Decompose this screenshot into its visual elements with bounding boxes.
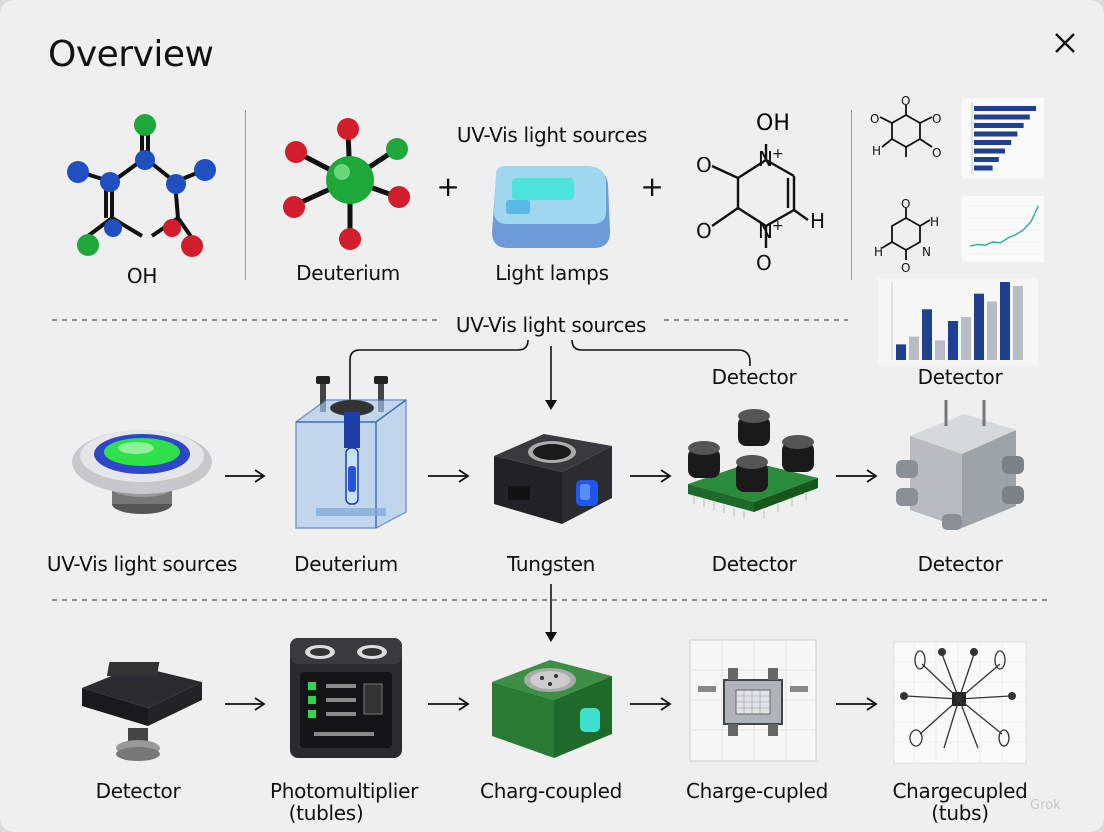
atom-label: O xyxy=(756,251,772,275)
chart-bar xyxy=(974,165,993,171)
atom-label: + xyxy=(772,218,784,234)
chart-bar xyxy=(896,344,906,360)
row1-label: UV-Vis light sources xyxy=(46,552,238,576)
pyrazine-structure-icon: OH N + N + O O O H xyxy=(696,111,825,275)
chart-bar xyxy=(974,123,1024,128)
atom-label: O xyxy=(932,146,941,160)
light-source-lens-icon xyxy=(72,430,212,514)
chart-bar xyxy=(961,317,971,360)
chart-bar xyxy=(935,340,945,360)
deuterium-label: Deuterium xyxy=(296,261,400,285)
deuterium-cell-icon xyxy=(295,376,407,529)
chart-bar xyxy=(974,157,999,162)
close-icon[interactable] xyxy=(1050,28,1080,58)
chart-bar xyxy=(974,293,984,360)
lamp-label: Light lamps xyxy=(495,261,609,285)
row2-label: Chargecupled xyxy=(892,779,1028,803)
atom-label: N xyxy=(758,147,773,171)
green-ccd-cube-icon xyxy=(492,660,612,758)
atom-label: O xyxy=(870,112,879,126)
row2-label: Charg-coupled xyxy=(480,779,622,803)
atom-label: O xyxy=(901,261,910,275)
deuterium-molecule-icon xyxy=(283,118,410,250)
chart-bar xyxy=(974,140,1012,145)
chart-bar xyxy=(987,301,997,360)
atom-label: N xyxy=(758,219,773,243)
row1-label: Tungsten xyxy=(506,552,596,576)
row1-label: Detector xyxy=(917,552,1003,576)
chart-label: Detector xyxy=(917,365,1003,389)
row2-label: Detector xyxy=(95,779,181,803)
atom-label: H xyxy=(872,144,881,158)
chart-bar xyxy=(974,114,1030,120)
photomultiplier-box-icon xyxy=(290,638,402,758)
detector-mount-icon xyxy=(82,662,202,761)
divider xyxy=(851,110,852,280)
atom-label: H xyxy=(930,215,939,229)
row2-label-sub: (tubs) xyxy=(931,801,989,825)
page-title: Overview xyxy=(48,34,214,75)
atom-label: N xyxy=(922,245,931,259)
atom-label: O xyxy=(932,112,941,126)
row2-label: Charge-cupled xyxy=(685,779,829,803)
small-horizontal-bar-chart xyxy=(962,98,1044,178)
row1-label: Detector xyxy=(711,552,797,576)
tungsten-block-icon xyxy=(494,434,612,524)
row1-label: Deuterium xyxy=(294,552,398,576)
detector-branch-label: Detector xyxy=(711,365,797,389)
atom-label: O xyxy=(901,95,910,108)
molecule-label: OH xyxy=(126,264,158,288)
detector-bar-chart xyxy=(878,278,1038,366)
plus-sign: + xyxy=(640,170,664,203)
chart-line xyxy=(969,205,1040,247)
plus-sign: + xyxy=(436,170,460,203)
metal-detector-block-icon xyxy=(896,400,1024,530)
row2-label-sub: (tubles) xyxy=(288,801,364,825)
ccd-tubes-sketch-icon xyxy=(893,641,1027,764)
chart-bar xyxy=(909,336,919,360)
atom-label: O xyxy=(696,219,712,243)
atom-label: H xyxy=(874,245,883,259)
lamp-title: UV-Vis light sources xyxy=(456,123,648,147)
chart-bar xyxy=(974,131,1018,137)
chart-bar xyxy=(922,309,932,360)
chart-bar xyxy=(1013,285,1023,360)
small-structure-icon: O H H N O xyxy=(874,197,939,275)
atom-label: H xyxy=(810,209,825,233)
small-line-chart xyxy=(962,196,1044,262)
atom-label: + xyxy=(772,146,784,162)
molecule-model-icon xyxy=(67,114,216,257)
watermark: Grok xyxy=(1030,798,1061,813)
row2-label: Photomultiplier xyxy=(269,779,419,803)
detector-board-icon xyxy=(688,409,818,519)
light-lamp-icon xyxy=(492,166,610,248)
divider xyxy=(245,110,246,280)
atom-label: O xyxy=(696,153,712,177)
atom-label: O xyxy=(901,197,910,211)
chart-bar xyxy=(974,106,1036,111)
chart-bar xyxy=(1000,282,1010,360)
ccd-chip-icon xyxy=(689,639,817,762)
flow-mid-label: UV-Vis light sources xyxy=(455,313,647,337)
chart-bar xyxy=(948,321,958,360)
small-structure-icon: O O H O O xyxy=(870,95,941,160)
atom-label: OH xyxy=(756,111,790,136)
chart-bar xyxy=(974,148,1005,154)
